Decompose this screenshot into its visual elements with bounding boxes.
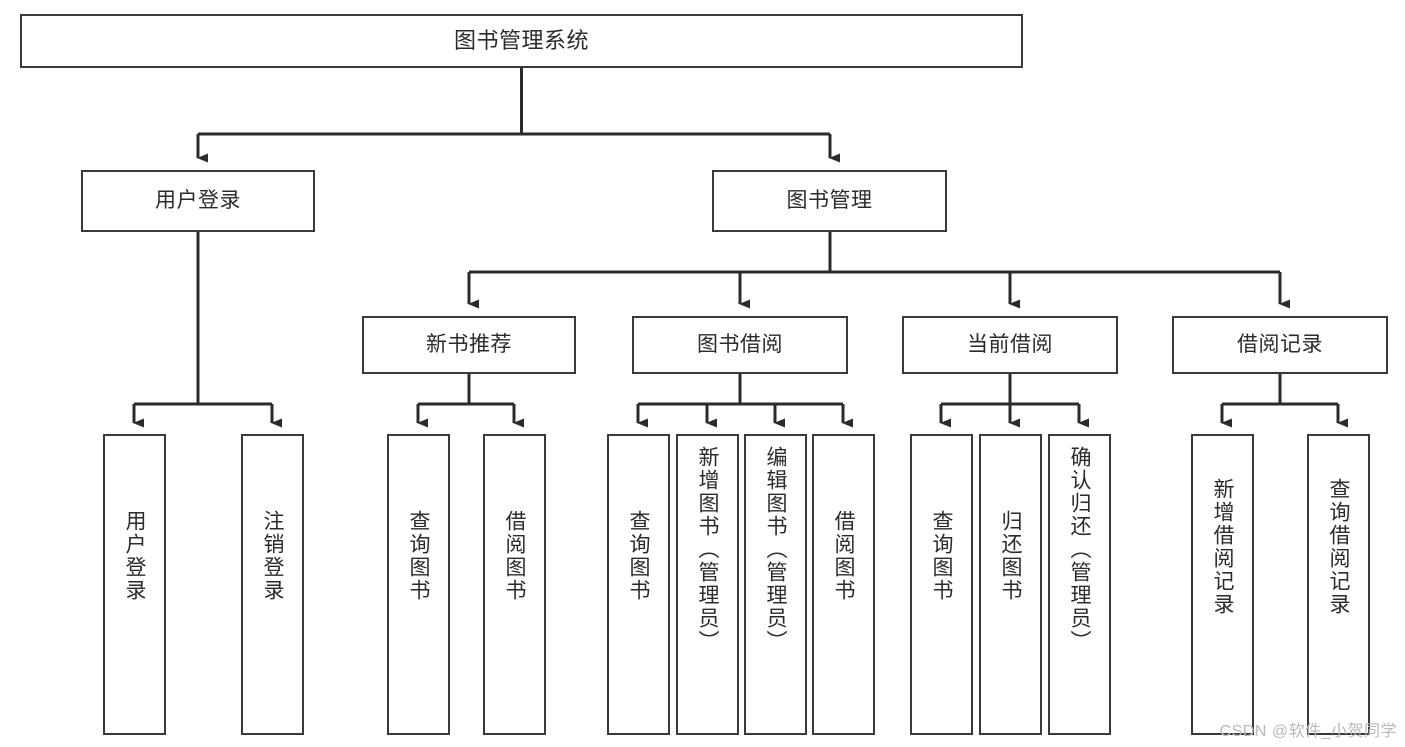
node-book-borrow[interactable]: 图书借阅	[632, 316, 848, 374]
node-leaf-current-query-label: 查询图书	[930, 510, 953, 602]
node-leaf-current-confirm[interactable]: 确认归还（管理员）	[1048, 434, 1111, 735]
node-current-borrow-label: 当前借阅	[967, 333, 1053, 357]
node-leaf-borrow-query[interactable]: 查询图书	[607, 434, 670, 735]
node-user-login[interactable]: 用户登录	[81, 170, 315, 232]
node-current-borrow[interactable]: 当前借阅	[902, 316, 1118, 374]
node-leaf-borrow-lend-label: 借阅图书	[832, 510, 855, 602]
node-leaf-user-logout-label: 注销登录	[261, 510, 284, 602]
node-leaf-borrow-query-label: 查询图书	[627, 510, 650, 602]
node-leaf-user-login-label: 用户登录	[123, 510, 146, 602]
node-leaf-record-query[interactable]: 查询借阅记录	[1307, 434, 1370, 735]
node-leaf-current-return-label: 归还图书	[999, 510, 1022, 602]
node-root[interactable]: 图书管理系统	[20, 14, 1023, 68]
node-leaf-rec-query[interactable]: 查询图书	[387, 434, 450, 735]
node-borrow-record[interactable]: 借阅记录	[1172, 316, 1388, 374]
node-leaf-borrow-add[interactable]: 新增图书（管理员）	[676, 434, 739, 735]
node-leaf-current-query[interactable]: 查询图书	[910, 434, 973, 735]
node-book-manage[interactable]: 图书管理	[712, 170, 947, 232]
node-leaf-record-query-label: 查询借阅记录	[1327, 478, 1350, 616]
node-root-label: 图书管理系统	[453, 27, 589, 53]
node-leaf-record-add[interactable]: 新增借阅记录	[1191, 434, 1254, 735]
node-leaf-borrow-edit[interactable]: 编辑图书（管理员）	[744, 434, 807, 735]
node-new-book-rec[interactable]: 新书推荐	[362, 316, 576, 374]
node-leaf-borrow-lend[interactable]: 借阅图书	[812, 434, 875, 735]
node-leaf-rec-query-label: 查询图书	[407, 510, 430, 602]
node-leaf-rec-borrow[interactable]: 借阅图书	[483, 434, 546, 735]
node-book-manage-label: 图书管理	[786, 189, 873, 213]
node-borrow-record-label: 借阅记录	[1237, 333, 1323, 357]
node-new-book-rec-label: 新书推荐	[426, 333, 512, 357]
node-leaf-rec-borrow-label: 借阅图书	[503, 510, 526, 602]
node-book-borrow-label: 图书借阅	[697, 333, 783, 357]
node-leaf-borrow-add-label: 新增图书（管理员）	[696, 446, 719, 653]
node-leaf-current-return[interactable]: 归还图书	[979, 434, 1042, 735]
node-leaf-current-confirm-label: 确认归还（管理员）	[1068, 446, 1091, 653]
node-leaf-record-add-label: 新增借阅记录	[1211, 478, 1234, 616]
node-user-login-label: 用户登录	[155, 189, 241, 213]
node-leaf-user-logout[interactable]: 注销登录	[241, 434, 304, 735]
node-leaf-user-login[interactable]: 用户登录	[103, 434, 166, 735]
watermark: CSDN @软件_小贺同学	[1219, 723, 1397, 740]
node-leaf-borrow-edit-label: 编辑图书（管理员）	[764, 446, 787, 653]
